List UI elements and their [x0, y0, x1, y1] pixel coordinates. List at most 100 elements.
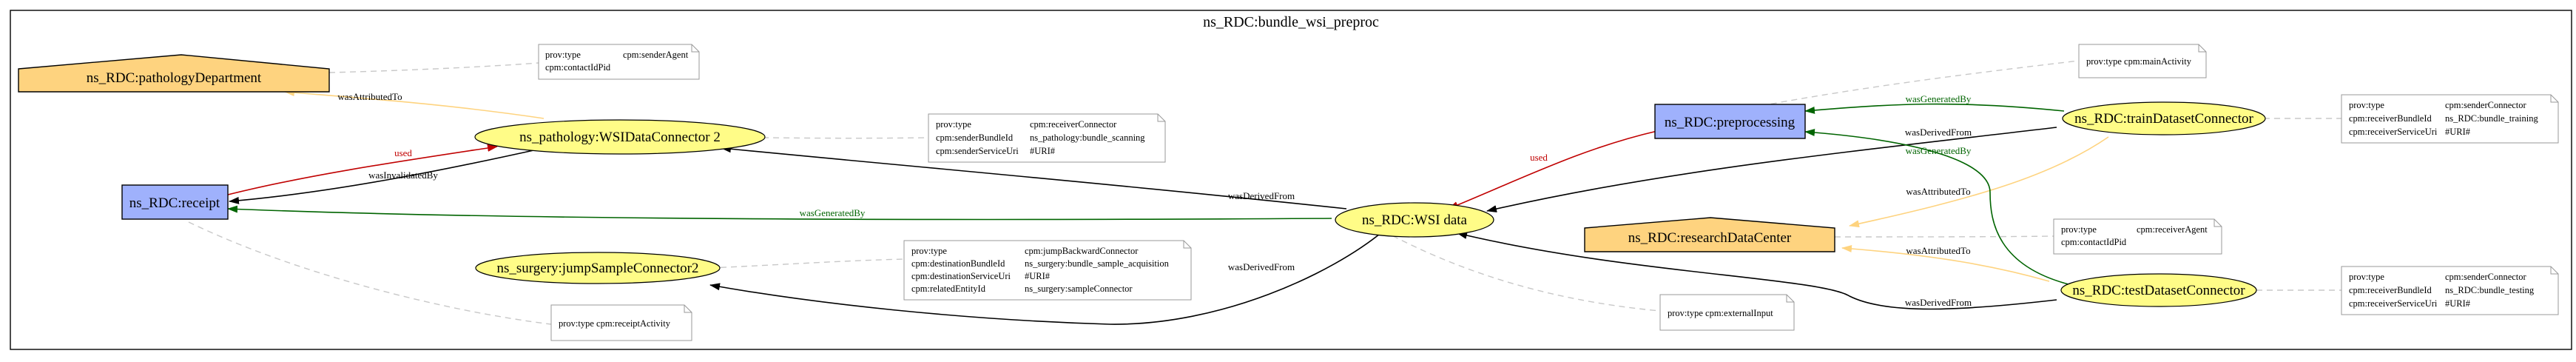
shape — [2550, 95, 2558, 103]
edge-label-generated-2: wasGeneratedBy — [1906, 93, 1972, 104]
edge-label-attributed-2: wasAttributedTo — [1906, 186, 1970, 197]
edges: wasAttributedTo used wasInvalidatedBy wa… — [188, 60, 2349, 325]
note-text: cpm:receiverServiceUri — [2349, 298, 2438, 309]
note-wsidata: prov:type cpm:externalInput — [1659, 294, 1795, 331]
note-link-jumpconn — [709, 258, 905, 269]
edge-label-attributed-3: wasAttributedTo — [1906, 245, 1970, 256]
node-jump-sample-connector-2[interactable]: ns_surgery:jumpSampleConnector2 — [475, 252, 721, 284]
note-train: prov:type cpm:senderConnector cpm:receiv… — [2341, 94, 2559, 144]
shape — [903, 240, 1192, 301]
note-text: ns_surgery:sampleConnector — [1025, 284, 1133, 294]
agent-house-shape — [18, 54, 330, 93]
node-preprocessing[interactable]: ns_RDC:preprocessing — [1654, 104, 1806, 139]
edge-test-generated-preproc — [1804, 128, 2072, 286]
node-wsi-data[interactable]: ns_RDC:WSI data — [1335, 202, 1494, 238]
edge-label-derived-3: wasDerivedFrom — [1905, 127, 1972, 138]
node-wsi-data-connector-2[interactable]: ns_pathology:WSIDataConnector 2 — [474, 119, 766, 155]
note-connectors — [188, 60, 2349, 325]
shape — [550, 304, 692, 341]
note-preproc: prov:type cpm:mainActivity — [2078, 44, 2207, 78]
note-link-wsidata — [1383, 230, 1661, 312]
note-text: cpm:receiverBundleId — [2349, 113, 2432, 124]
note-text: cpm:contactIdPid — [545, 62, 611, 73]
nodes: ns_RDC:pathologyDepartment ns_RDC:resear… — [18, 54, 2266, 307]
note-text: prov:type — [911, 246, 947, 256]
entity-ellipse — [2062, 101, 2266, 135]
note-text: prov:type — [2349, 272, 2384, 282]
note-wsiconn: prov:type cpm:receiverConnector cpm:send… — [928, 113, 1166, 163]
edge-label-generated-1: wasGeneratedBy — [800, 207, 866, 218]
edge-label-attributed-1: wasAttributedTo — [337, 91, 402, 102]
shape — [2078, 44, 2207, 78]
edge-wsidata-generated-receipt — [227, 205, 1332, 221]
note-link-pathdept — [328, 62, 539, 73]
note-pathdept: prov:type cpm:senderAgent cpm:contactIdP… — [538, 44, 700, 80]
note-text: ns_RDC:bundle_training — [2445, 113, 2538, 124]
edge-receipt-used-wsiconn — [227, 144, 498, 195]
note-text: cpm:receiverBundleId — [2349, 285, 2432, 295]
note-text: prov:type — [936, 119, 971, 130]
entity-ellipse — [2060, 273, 2257, 307]
note-text: #URI# — [1030, 146, 1056, 156]
notes: prov:type cpm:senderAgent cpm:contactIdP… — [538, 44, 2559, 341]
note-text: cpm:senderConnector — [2445, 272, 2527, 282]
label-text: ns_RDC:researchDataCenter — [1628, 230, 1792, 246]
note-text: #URI# — [2445, 127, 2471, 137]
shape — [1786, 295, 1794, 303]
shape — [1659, 294, 1795, 331]
note-rdc: prov:type cpm:receiverAgent cpm:contactI… — [2053, 218, 2222, 255]
agent-house-shape — [1584, 217, 1835, 252]
note-receipt: prov:type cpm:receiptActivity — [550, 304, 692, 341]
note-text: #URI# — [2445, 298, 2471, 309]
node-research-data-center[interactable]: ns_RDC:researchDataCenter — [1584, 217, 1835, 252]
shape — [691, 44, 699, 53]
entity-ellipse — [1335, 202, 1494, 238]
note-test: prov:type cpm:senderConnector cpm:receiv… — [2341, 266, 2559, 315]
note-text: ns_pathology:bundle_scanning — [1030, 133, 1145, 143]
shape — [684, 305, 692, 313]
edge-train-generated-preproc — [1804, 103, 2065, 114]
note-text: cpm:senderAgent — [623, 50, 689, 60]
label-text: ns_RDC:pathologyDepartment — [87, 70, 262, 86]
label-text: ns_RDC:WSI data — [1362, 212, 1468, 228]
node-train-dataset-connector[interactable]: ns_RDC:trainDatasetConnector — [2062, 101, 2266, 135]
node-test-dataset-connector[interactable]: ns_RDC:testDatasetConnector — [2060, 273, 2257, 307]
edge-label-used-2: used — [1530, 152, 1548, 163]
label-text: ns_pathology:WSIDataConnector 2 — [519, 130, 721, 145]
note-text: ns_surgery:bundle_sample_acquisition — [1025, 258, 1170, 269]
shape — [1157, 114, 1165, 122]
shape — [538, 44, 700, 80]
edge-label-used-1: used — [394, 147, 412, 158]
label-text: ns_RDC:trainDatasetConnector — [2074, 111, 2253, 127]
note-link-preproc — [1760, 60, 2080, 107]
shape — [2341, 266, 2559, 315]
label-text: ns_RDC:receipt — [129, 195, 220, 211]
note-text: cpm:jumpBackwardConnector — [1025, 246, 1139, 256]
note-text: cpm:receiverServiceUri — [2349, 127, 2438, 137]
note-text: cpm:senderBundleId — [936, 133, 1014, 143]
note-text: prov:type cpm:mainActivity — [2086, 56, 2192, 67]
note-link-rdc — [1834, 235, 2054, 238]
note-text: prov:type — [2349, 100, 2384, 110]
edge-label-generated-3: wasGeneratedBy — [1906, 145, 1972, 156]
shape — [2550, 267, 2558, 275]
note-text: prov:type — [2061, 224, 2097, 235]
edge-wsiconn-invalidated-receipt — [229, 147, 544, 204]
node-pathology-department[interactable]: ns_RDC:pathologyDepartment — [18, 54, 330, 93]
note-text: cpm:relatedEntityId — [911, 284, 986, 294]
label-text: ns_RDC:preprocessing — [1665, 115, 1796, 130]
note-text: cpm:receiverConnector — [1030, 119, 1117, 130]
edge-label-derived-1: wasDerivedFrom — [1228, 190, 1295, 201]
bundle-frame — [10, 10, 2572, 350]
edge-test-derived-wsidata — [1457, 232, 2057, 310]
label-text: ns_RDC:testDatasetConnector — [2072, 283, 2245, 298]
edge-train-derived-wsidata — [1486, 127, 2057, 212]
node-receipt[interactable]: ns_RDC:receipt — [121, 184, 229, 220]
note-text: cpm:senderConnector — [2445, 100, 2527, 110]
note-text: cpm:destinationBundleId — [911, 258, 1005, 269]
entity-ellipse — [475, 252, 721, 284]
note-text: cpm:senderServiceUri — [936, 146, 1019, 156]
note-text: cpm:receiverAgent — [2137, 224, 2208, 235]
shape — [2213, 219, 2222, 227]
